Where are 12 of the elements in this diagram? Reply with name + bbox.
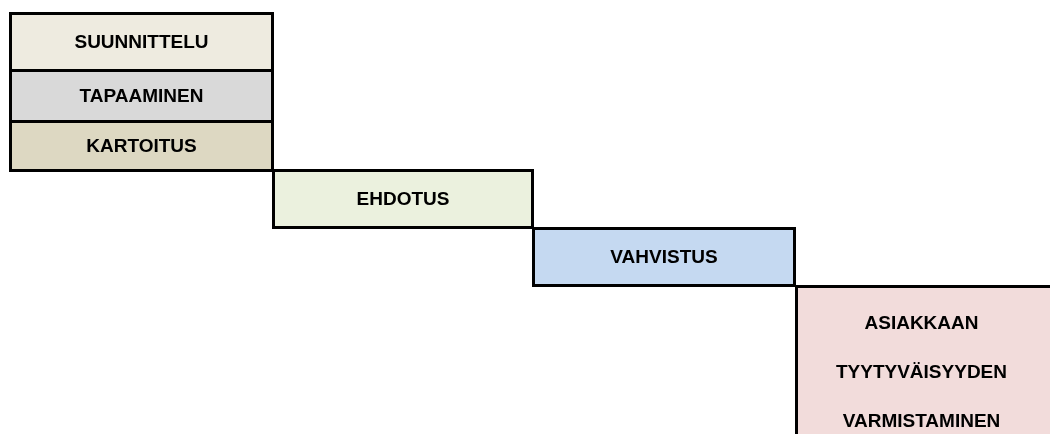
- step-box: [9, 12, 274, 72]
- step-label: TAPAAMINEN: [79, 85, 204, 107]
- step-box: [9, 120, 274, 172]
- step-label: ASIAKKAAN TYYTYVÄISYYDEN VARMISTAMINEN: [834, 311, 1008, 433]
- step-box: [9, 69, 274, 123]
- step-label: EHDOTUS: [356, 188, 450, 210]
- step-box: [272, 169, 534, 229]
- step-label: SUUNNITTELU: [74, 31, 209, 53]
- step-label: KARTOITUS: [86, 135, 197, 157]
- step-label: VAHVISTUS: [610, 246, 718, 268]
- step-box: [532, 227, 796, 287]
- step-box: [795, 285, 1050, 434]
